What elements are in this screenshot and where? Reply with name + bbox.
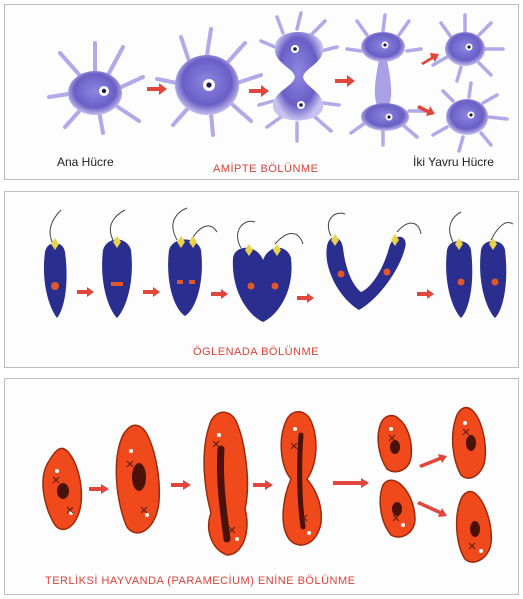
amoeba-arrow-2 — [249, 85, 269, 97]
paramecium-arrow-2 — [171, 480, 191, 490]
amoeba-stage-4 — [347, 15, 425, 145]
paramecium-arrow-4 — [333, 478, 369, 488]
euglena-arrow-3 — [211, 289, 228, 299]
paramecium-arrow-5b — [417, 501, 447, 517]
amoeba-daughter-cell-top — [433, 15, 503, 81]
euglena-arrow-2 — [143, 287, 160, 297]
paramecium-arrow-1 — [89, 484, 109, 494]
amoeba-caption: AMİPTE BÖLÜNME — [213, 163, 318, 175]
amoeba-mother-cell — [49, 43, 143, 133]
euglena-daughter-right — [480, 223, 513, 318]
euglena-stage-4 — [233, 221, 303, 322]
paramecium-division-panel: TERLİKSİ HAYVANDA (PARAMECİUM) ENİNE BÖL… — [4, 378, 519, 595]
amoeba-daughter-cell-bottom — [433, 83, 507, 151]
paramecium-division-figure — [5, 379, 520, 596]
euglena-arrow-5 — [417, 289, 434, 299]
mother-cell-label: Ana Hücre — [57, 155, 114, 169]
euglena-caption: ÖGLENADA BÖLÜNME — [193, 346, 319, 358]
amoeba-division-panel: Ana Hücre AMİPTE BÖLÜNME İki Yavru Hücre — [4, 4, 519, 180]
euglena-stage-5 — [326, 213, 421, 310]
paramecium-arrow-3 — [253, 480, 273, 490]
euglena-daughter-left — [446, 212, 472, 318]
amoeba-stage-3 — [259, 13, 339, 141]
paramecium-caption: TERLİKSİ HAYVANDA (PARAMECİUM) ENİNE BÖL… — [45, 575, 356, 587]
euglena-arrow-1 — [77, 287, 94, 297]
euglena-division-panel: ÖGLENADA BÖLÜNME — [4, 191, 519, 368]
paramecium-arrow-5a — [419, 454, 447, 468]
amoeba-arrow-3 — [335, 75, 355, 87]
euglena-division-figure — [5, 192, 520, 369]
daughter-cells-label: İki Yavru Hücre — [413, 155, 494, 169]
euglena-stage-2 — [102, 210, 132, 318]
euglena-arrow-4 — [297, 293, 314, 303]
euglena-stage-3 — [168, 208, 217, 316]
euglena-stage-1 — [44, 210, 67, 318]
amoeba-stage-2 — [157, 29, 261, 135]
amoeba-arrow-1 — [147, 83, 167, 95]
